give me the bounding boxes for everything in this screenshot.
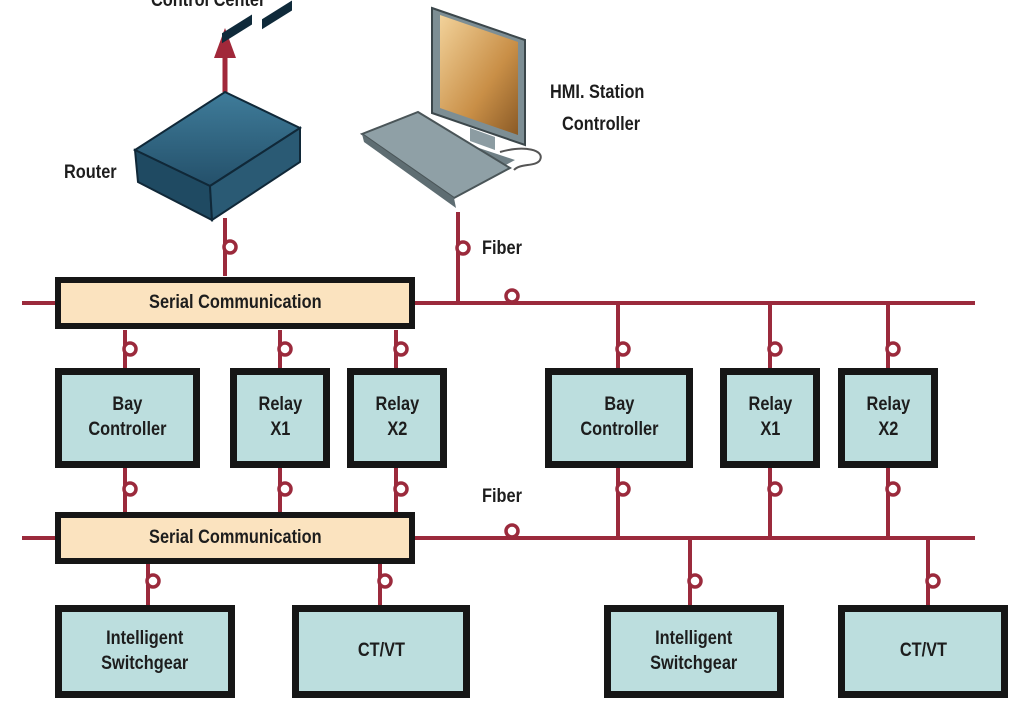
router-label: Router <box>64 162 117 183</box>
intelligent-switchgear-left: Intelligent Switchgear <box>55 605 235 698</box>
connector-loop <box>377 573 393 589</box>
connector-loop <box>885 341 901 357</box>
ct-vt-left: CT/VT <box>292 605 470 698</box>
connector-loops <box>122 239 941 589</box>
computer-icon <box>359 6 542 208</box>
device-label: Intelligent Switchgear <box>650 627 738 674</box>
connector-loop <box>122 481 138 497</box>
device-label: Relay X1 <box>748 394 792 440</box>
connector-loop <box>455 240 471 256</box>
connector-loop <box>393 341 409 357</box>
serial-communication-label: Serial Communication <box>148 527 322 548</box>
device-label: Bay Controller <box>88 394 167 440</box>
serial-communication-bottom: Serial Communication <box>55 512 415 564</box>
device-label: Bay Controller <box>579 394 659 440</box>
hmi-station-label: HMI. Station <box>550 82 645 103</box>
device-label: CT/VT <box>357 640 405 662</box>
intelligent-switchgear-right: Intelligent Switchgear <box>604 605 784 698</box>
connector-loop <box>767 481 783 497</box>
control-center-label: Control Center <box>151 0 266 11</box>
connector-loop <box>277 481 293 497</box>
relay-x2-left: Relay X2 <box>347 368 447 468</box>
connector-loop <box>687 573 703 589</box>
router-icon <box>132 0 303 222</box>
fiber-label-top: Fiber <box>482 238 522 259</box>
connector-loop <box>615 341 631 357</box>
relay-x2-right: Relay X2 <box>838 368 938 468</box>
connector-loop <box>885 481 901 497</box>
relay-x1-right: Relay X1 <box>720 368 820 468</box>
connector-loop <box>767 341 783 357</box>
connector-loop <box>145 573 161 589</box>
bay-controller-left: Bay Controller <box>55 368 200 468</box>
device-label: Relay X2 <box>866 394 910 440</box>
connector-loop <box>277 341 293 357</box>
relay-x1-left: Relay X1 <box>230 368 330 468</box>
connector-loop <box>504 288 520 304</box>
connector-loop <box>122 341 138 357</box>
connector-loop <box>393 481 409 497</box>
connector-loop <box>222 239 238 255</box>
up-arrow-icon <box>214 28 236 92</box>
device-label: CT/VT <box>899 640 947 662</box>
serial-communication-label: Serial Communication <box>148 292 322 313</box>
device-label: Intelligent Switchgear <box>101 627 189 674</box>
bay-controller-right: Bay Controller <box>545 368 693 468</box>
hmi-controller-label: Controller <box>562 114 641 135</box>
connector-loop <box>504 523 520 539</box>
ct-vt-right: CT/VT <box>838 605 1008 698</box>
connector-loop <box>925 573 941 589</box>
connector-loop <box>615 481 631 497</box>
device-label: Relay X2 <box>375 394 419 440</box>
device-label: Relay X1 <box>258 394 302 440</box>
serial-communication-top: Serial Communication <box>55 277 415 329</box>
fiber-label-mid: Fiber <box>482 486 522 507</box>
